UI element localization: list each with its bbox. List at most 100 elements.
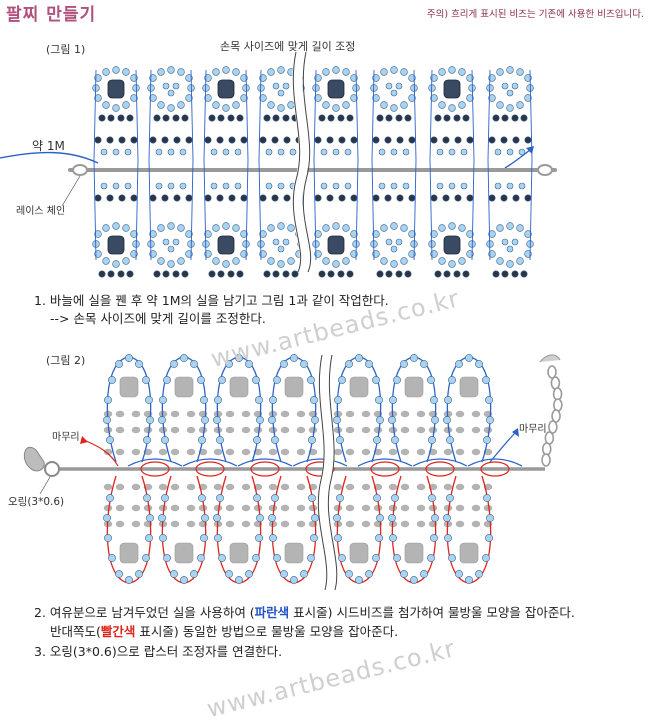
- dark-seed-bead: [318, 270, 326, 278]
- light-bead: [365, 360, 373, 368]
- light-bead: [485, 534, 493, 542]
- dark-seed-bead: [453, 114, 461, 122]
- light-bead: [501, 82, 509, 90]
- light-bead: [430, 230, 438, 238]
- light-bead: [177, 68, 185, 76]
- blue-teardrop-loop: [106, 356, 152, 463]
- light-bead: [344, 148, 352, 156]
- light-bead: [177, 101, 185, 109]
- light-bead: [112, 66, 120, 74]
- light-bead: [204, 94, 212, 102]
- extension-chain-link: [552, 387, 563, 401]
- light-bead: [455, 360, 463, 368]
- thread-length-label: 약 1M: [32, 139, 65, 153]
- dark-seed-bead: [404, 270, 412, 278]
- light-bead: [322, 101, 330, 109]
- light-bead: [506, 89, 514, 97]
- dark-seed-bead: [98, 270, 106, 278]
- gray-seed-bead: [361, 483, 371, 491]
- light-bead: [431, 416, 439, 424]
- light-bead: [322, 68, 330, 76]
- gray-cube-bead: [459, 542, 479, 564]
- weave-line: [148, 69, 152, 261]
- dark-seed-bead: [318, 114, 326, 122]
- light-bead: [494, 148, 502, 156]
- gray-seed-bead: [361, 426, 371, 434]
- light-bead: [259, 230, 267, 238]
- gray-seed-bead: [400, 410, 410, 418]
- light-bead: [267, 257, 275, 265]
- light-bead: [253, 494, 261, 502]
- light-bead: [448, 376, 456, 384]
- light-bead: [200, 396, 208, 404]
- dark-seed-bead: [434, 114, 442, 122]
- blue-chain-arc: [127, 458, 183, 467]
- light-bead: [516, 257, 524, 265]
- dark-seed-bead: [153, 270, 161, 278]
- dark-seed-bead: [326, 194, 334, 202]
- light-bead: [161, 436, 169, 444]
- light-bead: [501, 238, 509, 246]
- light-bead: [157, 257, 165, 265]
- red-chain-oval: [425, 461, 455, 477]
- light-bead: [214, 534, 222, 542]
- gray-seed-bead: [170, 483, 180, 491]
- light-bead: [222, 222, 230, 230]
- light-bead: [234, 148, 242, 156]
- light-bead: [277, 89, 285, 97]
- light-bead: [112, 260, 120, 268]
- dark-seed-bead: [384, 136, 392, 144]
- blue-teardrop-loop: [391, 356, 437, 463]
- blue-chain-arc: [182, 458, 238, 467]
- break-line: [302, 51, 312, 273]
- light-bead: [167, 245, 175, 253]
- light-bead: [161, 494, 169, 502]
- light-bead: [185, 94, 193, 102]
- dark-seed-bead: [520, 114, 528, 122]
- dark-seed-bead: [337, 114, 345, 122]
- gray-seed-bead: [361, 448, 371, 456]
- light-bead: [438, 68, 446, 76]
- gray-seed-bead: [333, 448, 343, 456]
- light-bead: [334, 534, 342, 542]
- light-bead: [393, 554, 401, 562]
- dark-seed-bead: [161, 136, 169, 144]
- dark-seed-bead: [98, 114, 106, 122]
- light-bead: [311, 416, 319, 424]
- light-bead: [458, 257, 466, 265]
- light-bead: [212, 224, 220, 232]
- red-chain-oval: [370, 461, 400, 477]
- light-bead: [446, 494, 454, 502]
- dark-seed-bead: [181, 114, 189, 122]
- light-bead: [282, 82, 290, 90]
- light-bead: [213, 514, 221, 522]
- red-teardrop-loop: [391, 475, 437, 584]
- light-bead: [410, 354, 418, 362]
- finish-left-label: 마무리: [52, 432, 80, 443]
- dark-seed-bead: [500, 136, 508, 144]
- light-bead: [438, 224, 446, 232]
- light-bead: [482, 554, 490, 562]
- light-bead: [172, 238, 180, 246]
- dark-seed-bead: [208, 114, 216, 122]
- light-bead: [400, 68, 408, 76]
- light-bead: [516, 68, 524, 76]
- light-bead: [372, 230, 380, 238]
- light-bead: [460, 148, 468, 156]
- light-bead: [518, 148, 526, 156]
- gray-seed-bead: [308, 426, 318, 434]
- light-bead: [307, 554, 315, 562]
- gray-seed-bead: [388, 483, 398, 491]
- light-bead: [448, 222, 456, 230]
- light-bead: [391, 436, 399, 444]
- step-2b-post: 표시줄) 동일한 방법으로 물방울 모양을 잡아준다.: [135, 624, 399, 639]
- gray-seed-bead: [198, 426, 208, 434]
- light-bead: [390, 245, 398, 253]
- blue-chain-arc: [357, 458, 413, 467]
- gray-seed-bead: [416, 426, 426, 434]
- gray-seed-bead: [131, 520, 141, 528]
- light-bead: [436, 148, 444, 156]
- gray-cube-bead: [459, 376, 479, 398]
- light-bead: [122, 257, 130, 265]
- gray-seed-bead: [400, 504, 410, 512]
